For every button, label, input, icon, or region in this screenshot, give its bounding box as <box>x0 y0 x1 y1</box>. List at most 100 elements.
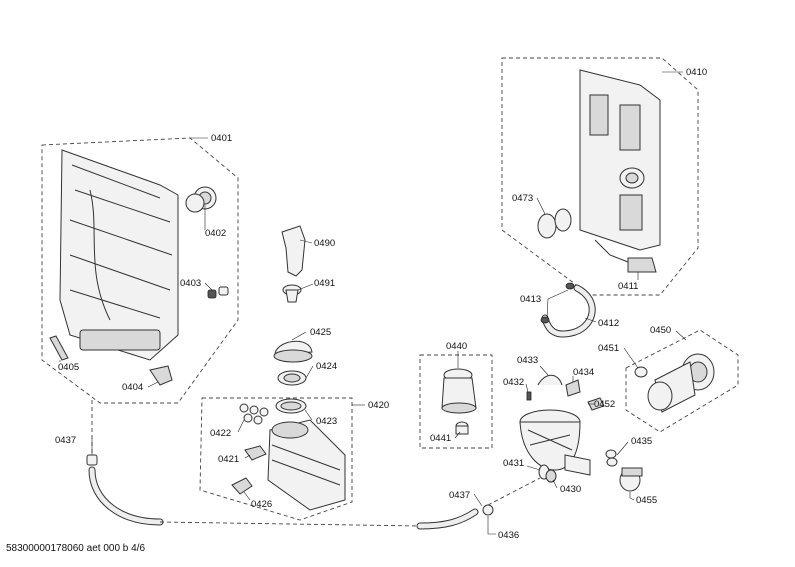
pump-0450-inlet <box>647 381 673 411</box>
lead-0422 <box>237 419 245 433</box>
part-0473-ring <box>554 208 572 232</box>
label-0412: 0412 <box>598 318 619 329</box>
lead-0432 <box>525 383 529 393</box>
lead-0436 <box>487 516 496 535</box>
part-0455-top <box>621 467 643 477</box>
lead-0426 <box>243 491 251 501</box>
label-0424: 0424 <box>316 361 337 372</box>
part-0422-seal-b <box>249 405 259 415</box>
group-0410-boundary <box>501 57 699 296</box>
label-0432: 0432 <box>503 377 524 388</box>
part-0491-valve-body <box>285 289 299 303</box>
lead-0424 <box>305 365 314 379</box>
sump-0420-body <box>267 419 346 511</box>
lead-0491 <box>297 283 314 291</box>
cover-port-inner <box>625 172 639 184</box>
part-0423-gasket-inner <box>280 401 302 411</box>
part-labels: 0401 0402 0403 0404 0405 0410 0411 0412 … <box>55 67 707 541</box>
label-0436: 0436 <box>498 530 519 541</box>
part-0422-seal-a <box>239 403 249 413</box>
part-0405-clip <box>49 335 69 361</box>
label-0433: 0433 <box>517 355 538 366</box>
drain-hose <box>86 400 541 530</box>
part-0404-valve <box>149 365 173 386</box>
lead-0451 <box>623 347 639 369</box>
lead-0413 <box>546 289 569 319</box>
lead-0437-right <box>473 493 483 507</box>
label-0435: 0435 <box>631 436 652 447</box>
label-0452: 0452 <box>594 399 615 410</box>
label-0425: 0425 <box>310 327 331 338</box>
part-0431-seal <box>545 469 557 483</box>
pump-housing-ribs <box>527 429 573 451</box>
group-0450 <box>625 329 739 433</box>
label-0426: 0426 <box>251 499 272 510</box>
hose-0412 <box>540 282 596 338</box>
label-0404: 0404 <box>122 382 143 393</box>
group-0440 <box>419 354 493 449</box>
label-0403: 0403 <box>180 278 201 289</box>
side-panel-ribs <box>69 164 173 319</box>
sump-ribs <box>271 444 341 486</box>
part-0451-seal <box>634 366 648 378</box>
part-0422-seal-d <box>243 413 253 423</box>
label-0437-left: 0437 <box>55 435 76 446</box>
lead-0441 <box>454 431 461 439</box>
lead-0450 <box>675 330 687 341</box>
clamp-0413-bottom <box>540 316 550 324</box>
part-0403-screw <box>218 286 229 296</box>
part-0473-filter <box>537 213 557 239</box>
lead-0430 <box>552 479 558 489</box>
part-0437-left <box>86 454 98 466</box>
side-panel-part <box>59 149 179 361</box>
drain-hose-left-inner <box>89 467 163 525</box>
label-0405: 0405 <box>58 362 79 373</box>
label-0402: 0402 <box>205 228 226 239</box>
lead-0423 <box>304 409 313 421</box>
lead-0403 <box>204 282 213 291</box>
drain-hose-path-c <box>487 477 541 506</box>
label-0410: 0410 <box>686 67 707 78</box>
clamp-0413-top <box>565 282 575 290</box>
label-0450: 0450 <box>650 325 671 336</box>
sensor-wire <box>594 239 629 263</box>
label-0473: 0473 <box>512 193 533 204</box>
part-0403-nut <box>207 289 217 299</box>
label-0430: 0430 <box>560 484 581 495</box>
leader-lines <box>59 71 687 535</box>
group-0450-boundary <box>625 329 739 433</box>
label-0413: 0413 <box>520 294 541 305</box>
part-0441-body <box>455 425 469 435</box>
label-0421: 0421 <box>218 454 239 465</box>
lead-0433 <box>539 365 549 376</box>
lead-0455 <box>629 492 635 501</box>
part-0425-base <box>273 349 313 363</box>
pump-housing-outlet <box>564 454 591 476</box>
part-0435-ring-b <box>606 457 618 467</box>
part-0434-valve <box>565 379 581 397</box>
part-0440-base <box>441 402 477 414</box>
part-0402-ring <box>185 193 205 213</box>
sump-top-opening <box>271 421 309 439</box>
part-0411-sensor <box>627 257 657 273</box>
label-0434: 0434 <box>573 367 594 378</box>
label-0451: 0451 <box>598 343 619 354</box>
lead-0421 <box>244 454 251 459</box>
side-panel-base <box>79 329 161 351</box>
cover-window-a <box>589 94 609 136</box>
part-0426-valve <box>231 477 253 495</box>
lead-0425 <box>291 331 307 341</box>
part-0432-screw <box>526 391 532 401</box>
drain-hose-path-b <box>159 521 421 527</box>
group-0401 <box>41 137 239 404</box>
label-0411: 0411 <box>618 281 638 292</box>
label-0440: 0440 <box>446 341 467 352</box>
part-0422-seal-c <box>259 407 269 417</box>
label-0422: 0422 <box>210 428 231 439</box>
drain-hose-right-inner <box>417 509 478 529</box>
drawing-id: 58300000178060 aet 000 b 4/6 <box>6 543 146 554</box>
label-0441: 0441 <box>430 433 451 444</box>
part-0435-ring-a <box>605 449 617 459</box>
